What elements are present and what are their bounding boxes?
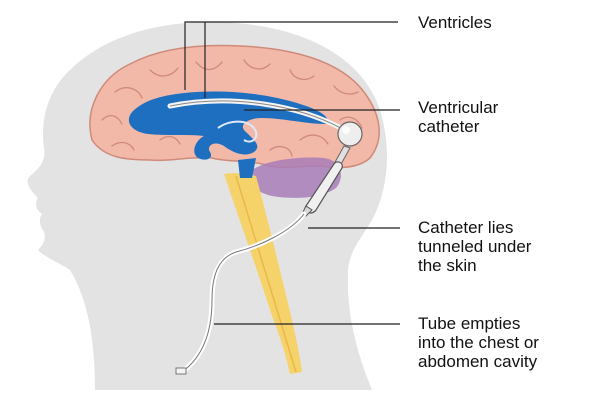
label-ventricular-catheter-line2: catheter (418, 117, 480, 136)
label-ventricles-line1: Ventricles (418, 13, 492, 32)
distal-catheter-outline (181, 213, 305, 373)
label-tube-line2: into the chest or (418, 333, 539, 352)
label-tunneled-line1: Catheter lies (418, 218, 514, 237)
ventricle-horn (217, 120, 258, 143)
label-tunneled-line2: tunneled under (418, 237, 532, 256)
valve-body (301, 145, 351, 217)
label-tunneled-line3: the skin (418, 256, 477, 275)
brain-folds (101, 59, 363, 157)
ventricular-catheter-outline (169, 100, 349, 133)
label-tube: Tube empties into the chest or abdomen c… (418, 314, 539, 371)
brainstem (238, 158, 256, 178)
leader-lines (184, 21, 400, 325)
label-ventricles: Ventricles (418, 13, 492, 32)
label-ventricular-catheter-line1: Ventricular (418, 98, 499, 117)
label-tunneled: Catheter lies tunneled under the skin (418, 218, 531, 275)
valve-reservoir (337, 121, 363, 147)
spinal-cord-inner (235, 175, 297, 373)
catheter-tip (175, 367, 187, 375)
label-tube-line3: abdomen cavity (418, 352, 538, 371)
label-ventricular-catheter: Ventricular catheter (418, 98, 498, 136)
valve-highlight (342, 126, 350, 134)
label-tube-line1: Tube empties (418, 314, 521, 333)
